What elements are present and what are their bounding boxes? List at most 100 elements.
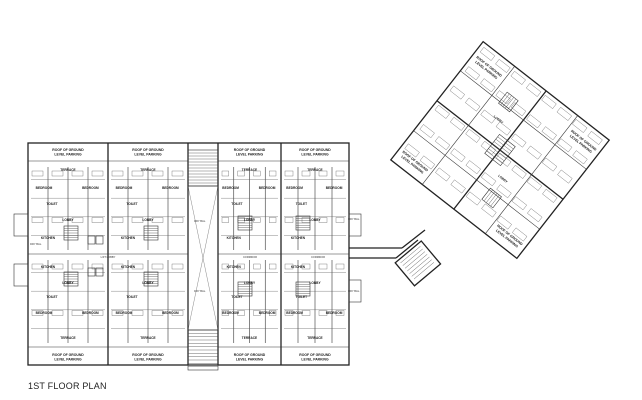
lobby-label: LOBBY: [497, 174, 509, 185]
bedroom-label: BEDROOM: [82, 186, 99, 190]
kitchen-label: KITCHEN: [227, 265, 242, 269]
apartment-unit: [28, 260, 108, 348]
bedroom-label: BEDROOM: [162, 311, 179, 315]
roof-label: LEVEL PARKING: [134, 153, 162, 157]
kitchen-label: KITCHEN: [227, 236, 242, 240]
bedroom-label: BEDROOM: [326, 186, 343, 190]
stair-block: [63, 225, 79, 241]
roof-label: ROOF OF GROUND: [299, 353, 331, 357]
apartment-unit: [218, 260, 281, 348]
bedroom-label: BEDROOM: [259, 186, 276, 190]
bedroom-label: BEDROOM: [116, 311, 133, 315]
lobby-label: LOBBY: [244, 218, 256, 222]
rotated-core-stair: [484, 133, 516, 167]
bedroom-label: BEDROOM: [116, 186, 133, 190]
terrace-label: TERRACE: [307, 168, 322, 172]
central-stair-bottom: [187, 329, 219, 371]
terrace-label: TERRACE: [307, 336, 322, 340]
bedroom-label: BEDROOM: [286, 311, 303, 315]
stair-block: [295, 281, 311, 297]
toilet-label: TOILET: [231, 202, 242, 206]
central-stair-core: [13, 149, 362, 371]
lift-shaft: [95, 235, 104, 245]
lift-shaft: [87, 235, 96, 245]
roof-label: LEVEL PARKING: [236, 153, 264, 157]
toilet-label: TOILET: [46, 295, 57, 299]
side-balcony: [13, 263, 29, 287]
corridor-label: CORRIDOR: [311, 255, 325, 259]
dry-balcony-label: DRY BAL.: [348, 289, 360, 293]
apartment-unit: [281, 160, 349, 250]
toilet-label: TOILET: [231, 295, 242, 299]
lobby-label: LOBBY: [493, 115, 505, 126]
lobby-label: LOBBY: [62, 281, 74, 285]
lobby-label: LOBBY: [244, 281, 256, 285]
dry-balcony-label: DRY BAL.: [194, 219, 206, 223]
bedroom-label: BEDROOM: [326, 311, 343, 315]
lobby-label: LOBBY: [142, 281, 154, 285]
central-stair-top: [187, 149, 219, 187]
kitchen-label: KITCHEN: [121, 236, 136, 240]
kitchen-label: KITCHEN: [121, 265, 136, 269]
stair-block: [295, 215, 311, 231]
lift-shaft: [87, 267, 96, 277]
rotated-block: [389, 40, 611, 260]
roof-label: ROOF OF GROUND: [234, 353, 266, 357]
bedroom-label: BEDROOM: [36, 186, 53, 190]
plan-title: 1ST FLOOR PLAN: [28, 381, 107, 391]
stair-block: [237, 281, 253, 297]
roof-label: ROOF OF GROUND: [132, 148, 164, 152]
bedroom-label: BEDROOM: [222, 186, 239, 190]
roof-label: LEVEL PARKING: [54, 153, 82, 157]
bedroom-label: BEDROOM: [222, 311, 239, 315]
roof-label: ROOF OF GROUND: [52, 148, 84, 152]
kitchen-label: KITCHEN: [291, 265, 306, 269]
stair-block: [143, 225, 159, 241]
side-balcony: [13, 213, 29, 237]
terrace-label: TERRACE: [60, 336, 75, 340]
lift-lobby-label: LIFT LOBBY: [101, 255, 116, 259]
apartment-unit: [281, 260, 349, 348]
apartment-unit: [218, 160, 281, 250]
roof-label: ROOF OF GROUND: [52, 353, 84, 357]
roof-label: LEVEL PARKING: [236, 358, 264, 362]
roof-label: ROOF OF GROUND: [132, 353, 164, 357]
corridor-label: CORRIDOR: [243, 255, 257, 259]
bedroom-label: BEDROOM: [162, 186, 179, 190]
roof-label: LEVEL PARKING: [54, 358, 82, 362]
roof-label: ROOF OF GROUND: [234, 148, 266, 152]
toilet-label: TOILET: [46, 202, 57, 206]
bedroom-label: BEDROOM: [82, 311, 99, 315]
terrace-label: TERRACE: [242, 168, 257, 172]
bedroom-label: BEDROOM: [36, 311, 53, 315]
left-building-block: [27, 142, 350, 366]
terrace-label: TERRACE: [140, 336, 155, 340]
roof-label: LEVEL PARKING: [134, 358, 162, 362]
connector-bridge: [349, 229, 442, 287]
dry-balcony-label: DRY BAL.: [30, 242, 42, 246]
kitchen-label: KITCHEN: [41, 236, 56, 240]
terrace-label: TERRACE: [60, 168, 75, 172]
terrace-label: TERRACE: [140, 168, 155, 172]
kitchen-label: KITCHEN: [291, 236, 306, 240]
rotated-stair: [498, 91, 519, 113]
stair-block: [63, 271, 79, 287]
terrace-label: TERRACE: [242, 336, 257, 340]
lobby-label: LOBBY: [309, 218, 321, 222]
lobby-label: LOBBY: [309, 281, 321, 285]
side-balcony: [348, 213, 362, 237]
toilet-label: TOILET: [126, 295, 137, 299]
rotated-stair: [481, 187, 502, 209]
lobby-label: LOBBY: [142, 218, 154, 222]
roof-label: ROOF OF GROUND: [299, 148, 331, 152]
lift-shaft: [95, 267, 104, 277]
connector-stair-tower: [394, 240, 442, 287]
side-balcony: [348, 279, 362, 303]
dry-balcony-label: DRY BAL.: [348, 217, 360, 221]
apartment-unit: [108, 260, 188, 348]
lobby-label: LOBBY: [62, 218, 74, 222]
stair-block: [143, 271, 159, 287]
